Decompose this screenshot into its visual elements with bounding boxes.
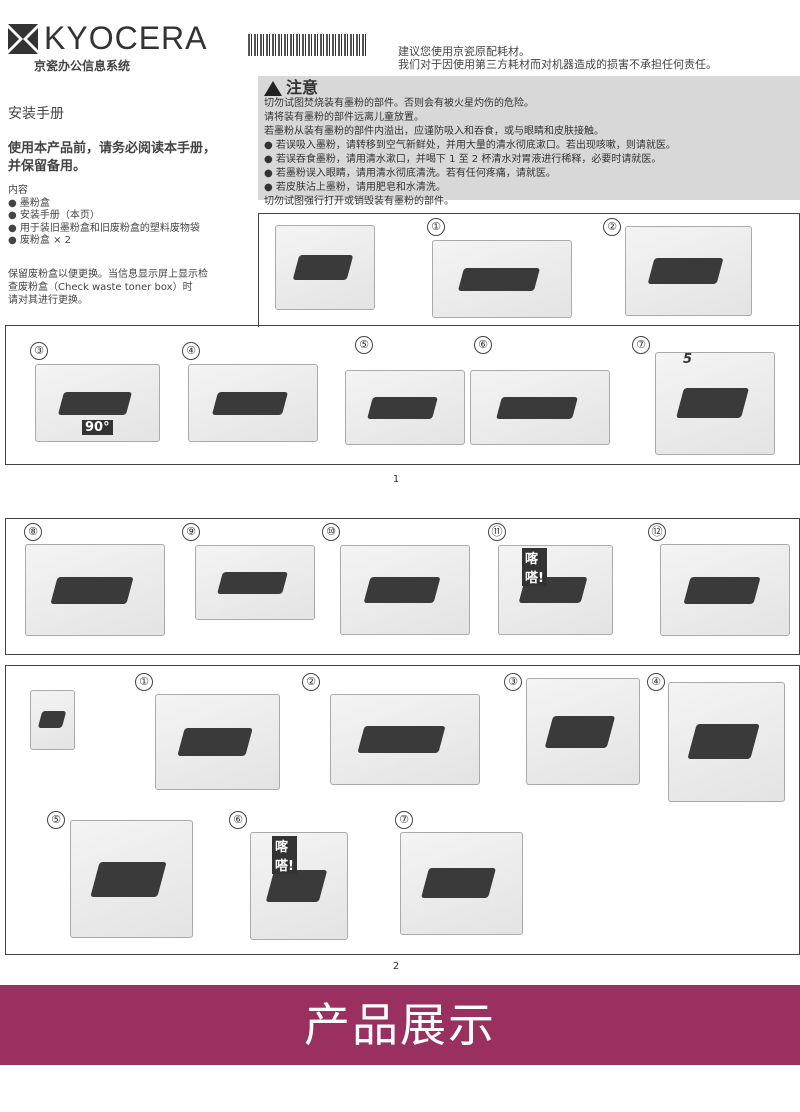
warning-line: 并保留备用。 [8, 159, 87, 174]
step-number: ④ [182, 342, 200, 360]
step-number: ⑥ [229, 811, 247, 829]
page-number: 1 [392, 474, 400, 485]
shake-count-label: 5 [683, 352, 693, 367]
genuine-supplies-notice: 建议您使用京瓷原配耗材。 我们对于因使用第三方耗材而对机器造成的损害不承担任何责… [398, 45, 717, 71]
step-number: ④ [647, 673, 665, 691]
rotate-90-label: 90° [82, 420, 113, 435]
caution-line: ● 若皮肤沾上墨粉，请用肥皂和水清洗。 [264, 182, 446, 193]
manual-title: 安装手册 [8, 106, 64, 122]
step-illustration [188, 364, 318, 442]
note-line: 保留废粉盒以便更换。当信息显示屏上显示检 [8, 269, 208, 280]
step-illustration [25, 544, 165, 636]
contents-item: ● 废粉盒 × 2 [8, 235, 72, 246]
caution-line: 切勿试图焚烧装有墨粉的部件。否则会有被火星灼伤的危险。 [264, 98, 534, 109]
step-number: ⑫ [648, 523, 666, 541]
step-number: ⑦ [632, 336, 650, 354]
warning-line: 使用本产品前，请务必阅读本手册， [8, 141, 217, 156]
caution-line: ● 若墨粉误入眼睛，请用清水彻底清洗。若有任何疼痛，请就医。 [264, 168, 556, 179]
step-illustration [330, 694, 480, 785]
contents-label: 内容 [8, 185, 28, 196]
step-number: ① [427, 218, 445, 236]
step-number: ① [135, 673, 153, 691]
toner-cartridge-illustration [275, 225, 375, 310]
note-line: 查废粉盒（Check waste toner box）时 [8, 282, 193, 293]
caution-line: 若墨粉从装有墨粉的部件内溢出，应谨防吸入和吞食，或与眼睛和皮肤接触。 [264, 126, 604, 137]
step-illustration [470, 370, 610, 445]
click-label: 喀嗒! [522, 548, 547, 586]
brand-subtitle: 京瓷办公信息系统 [34, 59, 131, 73]
step-number: ⑧ [24, 523, 42, 541]
contents-list: 内容 ● 墨粉盒 ● 安装手册（本页） ● 用于装旧墨粉盒和旧废粉盒的塑料废物袋… [8, 185, 200, 248]
step-illustration [155, 694, 280, 790]
step-number: ⑦ [395, 811, 413, 829]
waste-toner-box-illustration [30, 690, 75, 750]
brand-name: KYOCERA [44, 20, 208, 56]
step-number: ③ [30, 342, 48, 360]
step-illustration [345, 370, 465, 445]
warning-icon [264, 80, 282, 96]
step-illustration [668, 682, 785, 802]
step-illustration [498, 545, 613, 635]
step-number: ⑤ [355, 336, 373, 354]
kyocera-logo-icon [8, 23, 38, 54]
caution-title: 注意 [286, 78, 319, 97]
page-number: 2 [392, 961, 400, 972]
step-number: ⑥ [474, 336, 492, 354]
contents-item: ● 用于装旧墨粉盒和旧废粉盒的塑料废物袋 [8, 222, 200, 234]
step-illustration [625, 226, 752, 316]
step-number: ② [302, 673, 320, 691]
step-number: ⑤ [47, 811, 65, 829]
step-illustration [195, 545, 315, 620]
product-display-banner: 产品展示 [0, 985, 800, 1065]
waste-box-note: 保留废粉盒以便更换。当信息显示屏上显示检 查废粉盒（Check waste to… [8, 268, 208, 307]
read-warning: 使用本产品前，请务必阅读本手册， 并保留备用。 [8, 140, 216, 176]
caution-line: 请将装有墨粉的部件远离儿童放置。 [264, 112, 424, 123]
step-illustration [526, 678, 640, 785]
caution-box: 注意 切勿试图焚烧装有墨粉的部件。否则会有被火星灼伤的危险。 请将装有墨粉的部件… [258, 76, 800, 207]
step-number: ③ [504, 673, 522, 691]
notice-line: 建议您使用京瓷原配耗材。 [398, 45, 530, 58]
step-illustration [655, 352, 775, 455]
step-number: ⑨ [182, 523, 200, 541]
step-number: ⑪ [488, 523, 506, 541]
caution-line: ● 若误吸入墨粉，请转移到空气新鲜处，并用大量的清水彻底漱口。若出现咳嗽，则请就… [264, 140, 676, 151]
caution-line: 切勿试图强行打开或销毁装有墨粉的部件。 [264, 196, 454, 207]
step-illustration [70, 820, 193, 938]
step-illustration [340, 545, 470, 635]
kyocera-logo: KYOCERA [8, 20, 207, 57]
note-line: 请对其进行更换。 [8, 295, 88, 306]
step-number: ② [603, 218, 621, 236]
click-label: 喀嗒! [272, 836, 297, 874]
step-illustration [660, 544, 790, 636]
step-illustration [250, 832, 348, 940]
step-illustration [432, 240, 572, 318]
barcode [248, 34, 368, 56]
step-number: ⑩ [322, 523, 340, 541]
step-illustration [400, 832, 523, 935]
contents-item: ● 安装手册（本页） [8, 210, 100, 221]
notice-line: 我们对于因使用第三方耗材而对机器造成的损害不承担任何责任。 [398, 58, 717, 71]
contents-item: ● 墨粉盒 [8, 197, 50, 209]
caution-line: ● 若误吞食墨粉，请用清水漱口，并喝下 1 至 2 杯清水对胃液进行稀释，必要时… [264, 154, 662, 165]
